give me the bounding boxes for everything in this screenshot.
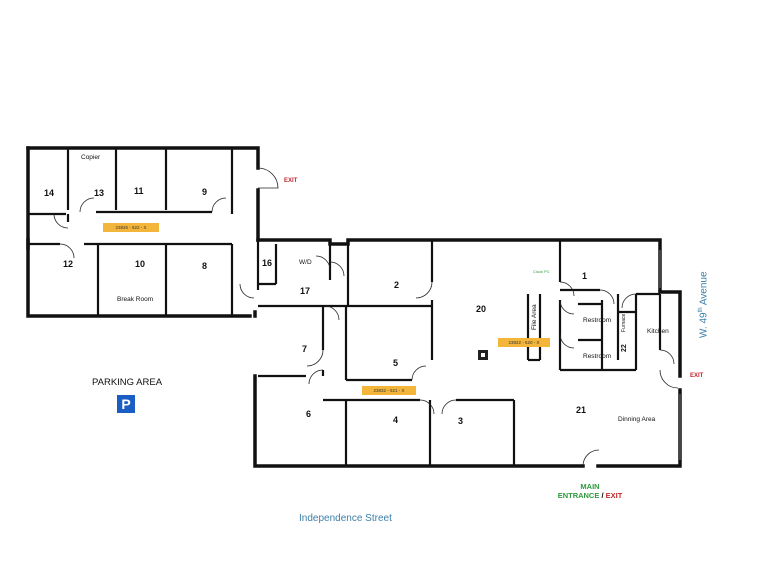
room-3: 3 (458, 416, 464, 426)
room-7: 7 (302, 344, 308, 354)
avenue-label: W. 49th Avenue (698, 271, 709, 338)
windows (659, 250, 681, 460)
stair-icon (478, 350, 488, 360)
break-room-label: Break Room (117, 296, 154, 303)
entrance-label: ENTRANCE (557, 491, 600, 500)
room-14: 14 (44, 188, 55, 198)
room-2: 2 (394, 280, 400, 290)
kitchen-label: Kitchen (647, 328, 669, 335)
room-5: 5 (393, 358, 399, 368)
furnace-label: Furnace (621, 313, 627, 332)
avenue-post: Avenue (698, 271, 710, 308)
main-label: MAIN (580, 482, 600, 491)
parking-area-label: PARKING AREA (92, 377, 163, 388)
room-21: 21 (576, 405, 587, 415)
avenue-sup: th (698, 307, 704, 313)
main-entrance-label: MAIN ENTRANCE / EXIT (555, 482, 625, 500)
street-label: Independence Street (299, 513, 392, 524)
room-17: 17 (300, 286, 311, 296)
room-16: 16 (262, 258, 273, 268)
main-exit-label: EXIT (605, 491, 623, 500)
exit-top-label: EXIT (284, 178, 298, 184)
clock-label: Clock PC (533, 269, 550, 274)
parking-sign-icon: P (117, 395, 135, 413)
restroom-bottom-label: Restroom (583, 353, 612, 360)
restroom-top-label: Restroom (583, 317, 612, 324)
exit-right-label: EXIT (690, 373, 704, 379)
room-8: 8 (202, 261, 208, 271)
copier-label: Copier (81, 154, 101, 161)
room-1: 1 (582, 271, 588, 281)
entrance-separator: / (599, 491, 606, 500)
door-swings (53, 167, 679, 467)
room-22: 22 (621, 344, 628, 352)
room-10: 10 (135, 259, 146, 269)
wd-label: W/D (299, 259, 312, 266)
room-9: 9 (202, 187, 208, 197)
interior-walls (26, 148, 662, 466)
room-4: 4 (393, 415, 399, 425)
file-area-label: File Area (531, 304, 538, 330)
suite-tag-521: 23832 - 521 - X (362, 386, 416, 395)
room-11: 11 (134, 186, 144, 196)
suite-tag-520: 23822 - 520 - X (498, 338, 550, 347)
dinning-area-label: Dinning Area (618, 416, 656, 423)
room-12: 12 (63, 259, 74, 269)
suite-tag-522: 23826 - 522 - X (103, 223, 159, 232)
avenue-pre: W. 49 (698, 312, 710, 338)
room-13: 13 (94, 188, 105, 198)
room-6: 6 (306, 409, 312, 419)
room-20: 20 (476, 304, 487, 314)
